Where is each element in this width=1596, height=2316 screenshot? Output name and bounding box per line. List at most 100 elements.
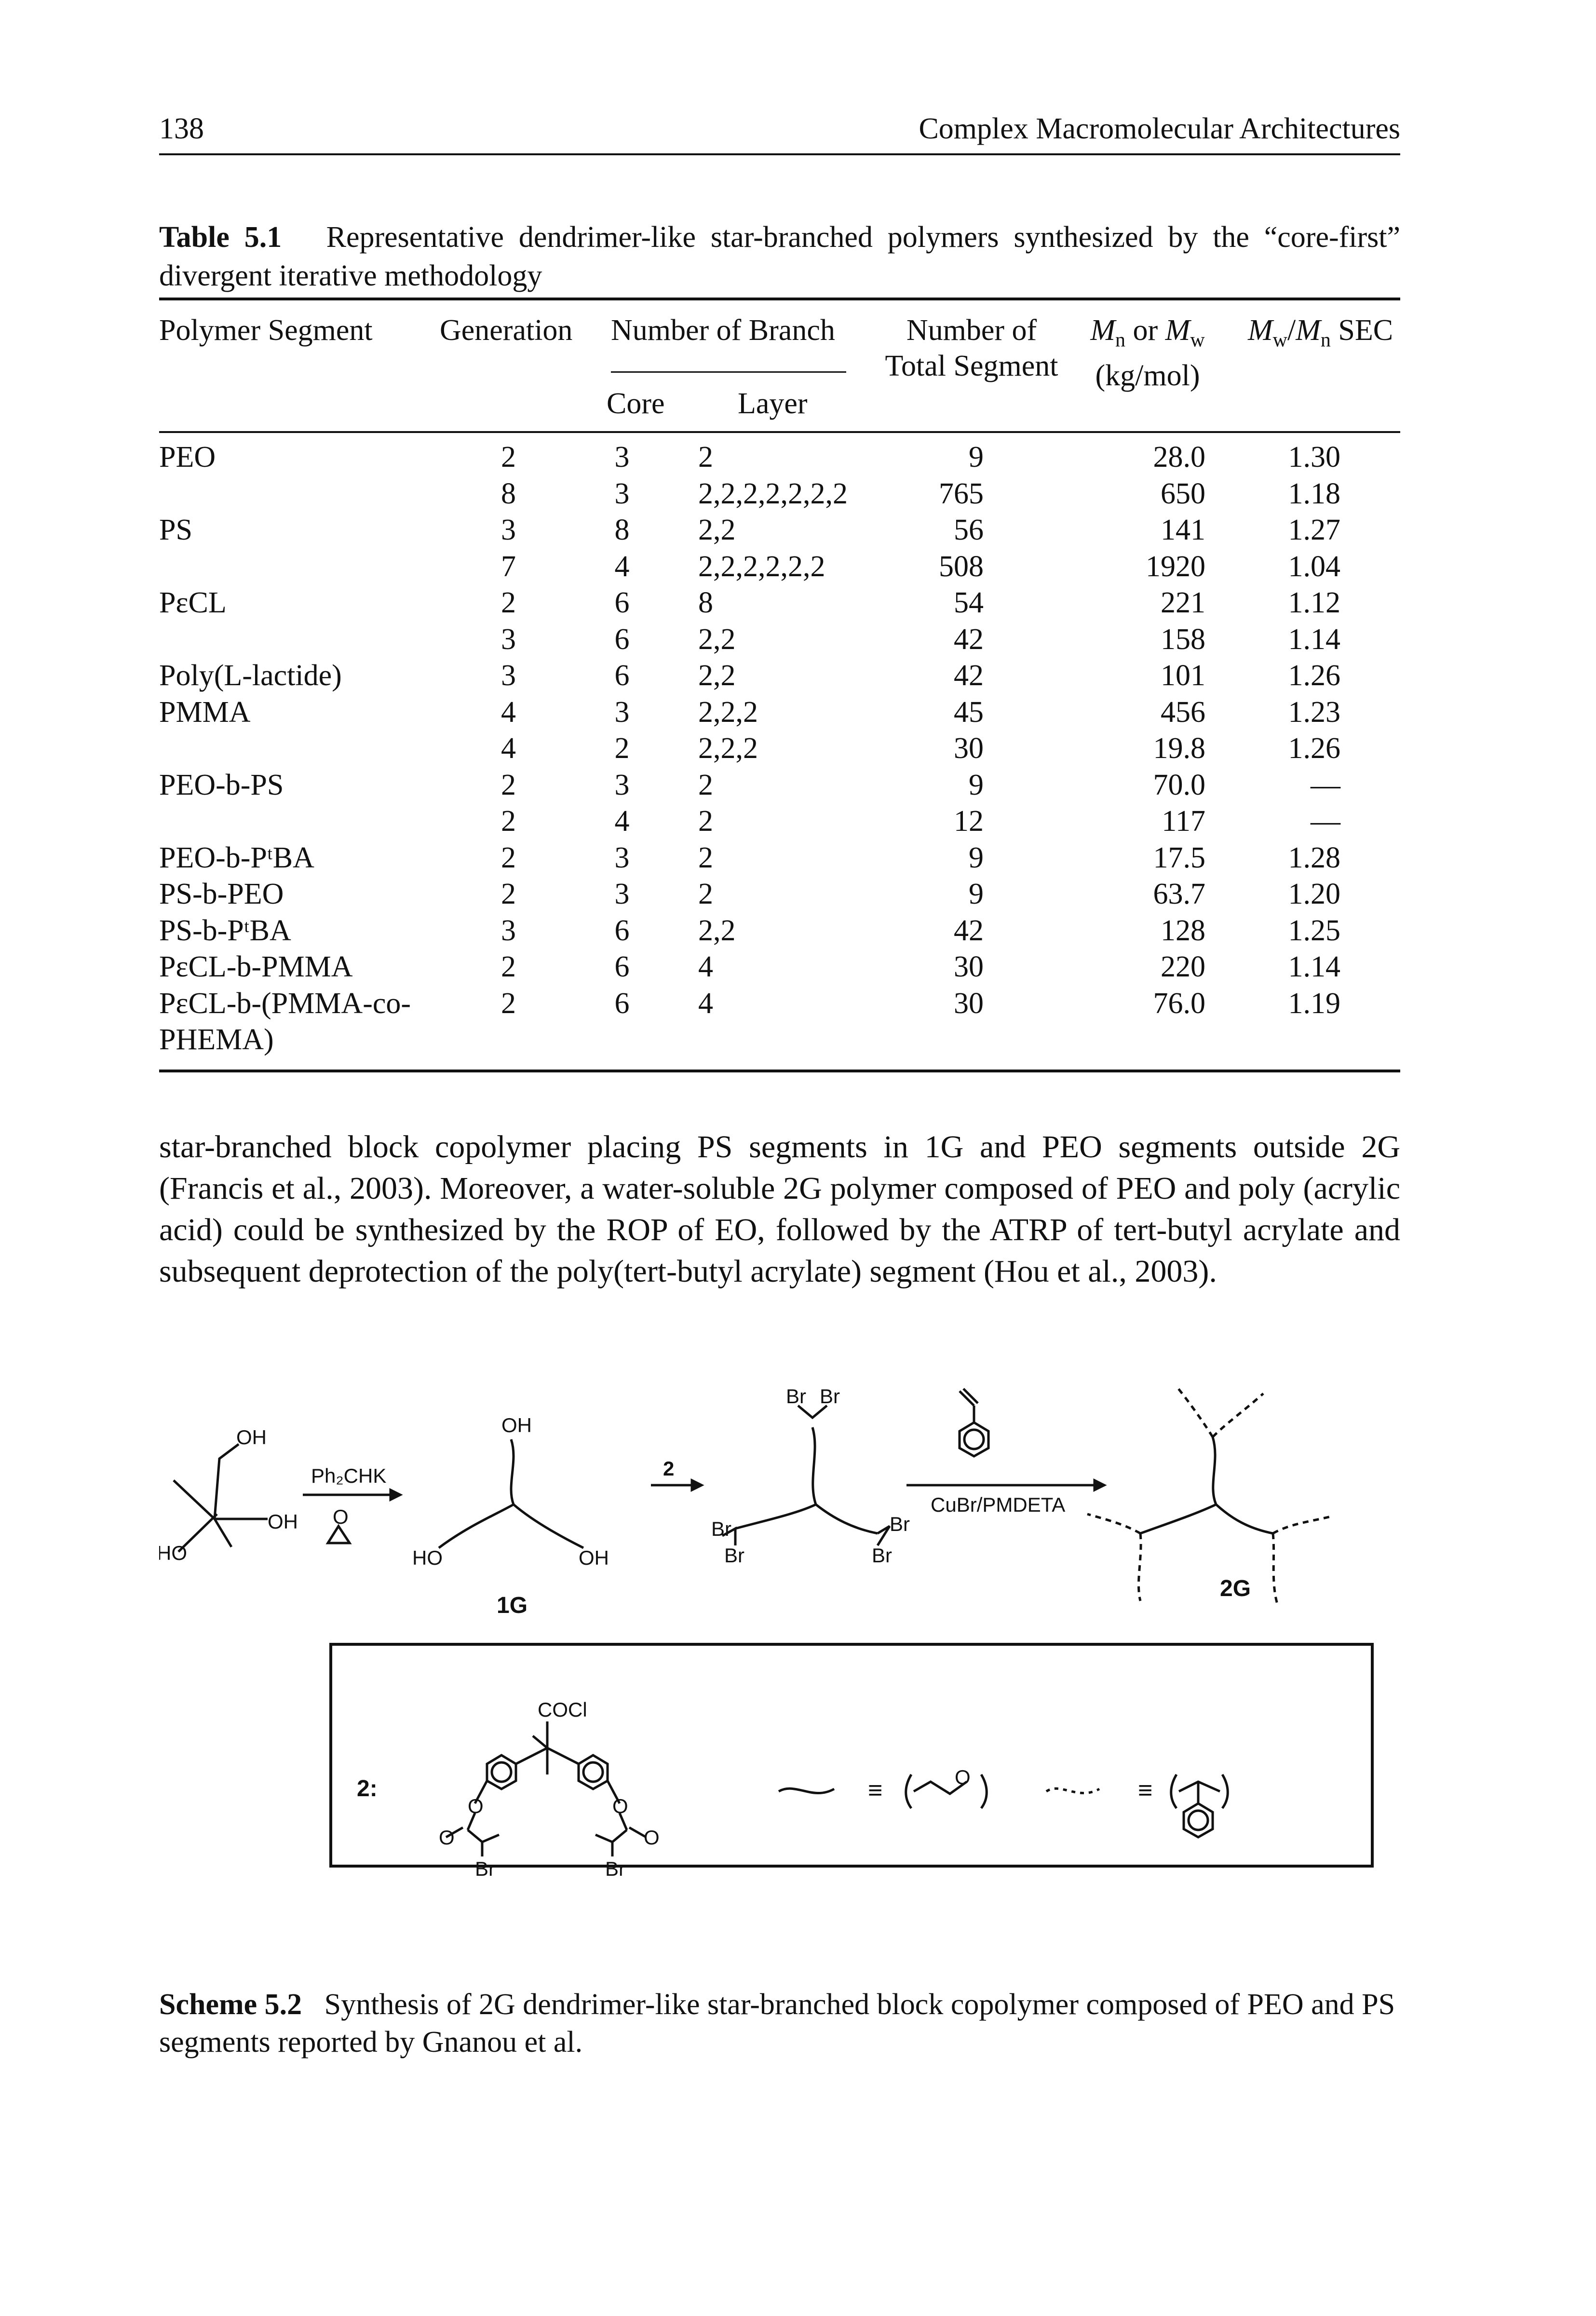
cell-core: 6 — [614, 586, 630, 619]
triol-oh-right: OH — [268, 1510, 298, 1533]
cell-generation: 2 — [501, 987, 516, 1020]
ester-o-left: O — [468, 1795, 484, 1817]
header-generation: Generation — [440, 314, 573, 347]
cell-mn-mw: 650 — [1161, 477, 1205, 510]
cell-core: 3 — [614, 441, 630, 474]
cell-total-segment: 30 — [954, 732, 984, 765]
cell-generation: 2 — [501, 950, 516, 983]
cell-mn-mw: 141 — [1161, 514, 1205, 546]
cell-layer: 2 — [698, 768, 713, 801]
cell-mn-mw: 70.0 — [1153, 768, 1206, 801]
header-layer: Layer — [738, 387, 808, 420]
cell-mn-mw: 101 — [1161, 659, 1205, 692]
epoxide-oxygen: O — [333, 1505, 349, 1528]
cell-segment: Poly(L-lactide) — [159, 659, 342, 692]
cell-pdi: 1.20 — [1288, 878, 1341, 910]
arrow-3-head — [1093, 1478, 1107, 1492]
initiator-label: 2 — [663, 1457, 674, 1480]
cell-generation: 4 — [501, 732, 516, 765]
table-top-rule — [159, 298, 1400, 300]
styrene-structure — [958, 1388, 990, 1458]
cell-total-segment: 765 — [939, 477, 984, 510]
header-core: Core — [607, 387, 665, 420]
ester-o-right: O — [612, 1795, 628, 1817]
carbonyl-o-left: O — [439, 1826, 455, 1849]
macroinitiator-structure — [721, 1405, 891, 1546]
body-paragraph: star-branched block copolymer placing PS… — [159, 1129, 1400, 1289]
header-mn-mw-symbol: Mn or Mw — [1090, 314, 1205, 352]
cell-pdi: 1.27 — [1288, 514, 1341, 546]
header-number-of-branch: Number of Branch — [611, 314, 835, 347]
table-caption-label: Table 5.1 — [159, 221, 282, 254]
legend-box — [329, 1643, 1374, 1868]
cell-generation: 4 — [501, 695, 516, 729]
cell-layer: 8 — [698, 586, 713, 619]
equiv-peo: ≡ — [868, 1776, 882, 1804]
header-total-segment-line2: Total Segment — [885, 350, 1058, 382]
gen1-ho: HO — [412, 1546, 443, 1569]
br-right-2: Br — [872, 1544, 892, 1567]
cell-total-segment: 42 — [954, 623, 984, 656]
branch-header-rule — [611, 371, 846, 373]
cell-pdi: 1.23 — [1288, 695, 1341, 729]
initiator-2-structure — [445, 1721, 647, 1856]
cell-core: 6 — [614, 623, 630, 656]
header-mn-mw: Mn or Mw (kg/mol) — [1075, 312, 1220, 393]
cell-layer: 2 — [698, 841, 713, 874]
cell-generation: 2 — [501, 441, 516, 474]
cell-total-segment: 54 — [954, 586, 984, 619]
gen1-oh-right: OH — [579, 1546, 609, 1569]
cell-layer: 2 — [698, 878, 713, 910]
table-caption-text: Representative dendrimer-like star-branc… — [159, 221, 1400, 292]
cell-layer: 2,2,2 — [698, 732, 758, 765]
cell-segment: PEO — [159, 441, 216, 474]
scheme-5-2: OH OH HO Ph₂CHK O OH HO OH 1G 2 Br Br Br… — [159, 1385, 1374, 1880]
cell-segment: PMMA — [159, 695, 251, 729]
reagent-ph2chk: Ph₂CHK — [311, 1464, 386, 1487]
cell-mn-mw: 128 — [1161, 914, 1205, 947]
cell-core: 3 — [614, 768, 630, 801]
cell-core: 3 — [614, 841, 630, 874]
cell-mn-mw: 17.5 — [1153, 841, 1206, 874]
br-top-left: Br — [786, 1385, 806, 1408]
cell-mn-mw: 76.0 — [1153, 987, 1206, 1020]
cell-layer: 2 — [698, 805, 713, 838]
peo-oxygen: O — [955, 1766, 971, 1788]
acid-chloride-label: COCl — [538, 1698, 587, 1721]
cell-mn-mw: 117 — [1162, 805, 1205, 838]
gen1-oh-top: OH — [501, 1414, 532, 1436]
cell-total-segment: 9 — [969, 878, 984, 910]
cell-segment: PHEMA) — [159, 1023, 274, 1056]
cell-pdi: 1.28 — [1288, 841, 1341, 874]
table-header-rule — [159, 431, 1400, 433]
cell-layer: 2,2 — [698, 514, 736, 546]
cell-core: 8 — [614, 514, 630, 546]
header-mn-mw-unit: (kg/mol) — [1095, 359, 1200, 393]
cell-pdi: 1.19 — [1288, 987, 1341, 1020]
br-right-1: Br — [890, 1513, 910, 1535]
cell-total-segment: 30 — [954, 950, 984, 983]
header-pdi-sec: SEC — [1338, 314, 1393, 347]
cell-segment: PEO-b-PᵗBA — [159, 841, 314, 874]
header-pdi: Mw/Mn SEC — [1248, 314, 1393, 352]
cell-generation: 2 — [501, 586, 516, 619]
cell-pdi: 1.12 — [1288, 586, 1341, 619]
br-top-right: Br — [820, 1385, 840, 1408]
cell-pdi: 1.14 — [1288, 950, 1341, 983]
header-total-segment-line1: Number of — [906, 314, 1037, 347]
cell-pdi: 1.26 — [1288, 732, 1341, 765]
cell-core: 6 — [614, 659, 630, 692]
cell-segment: PεCL — [159, 586, 227, 619]
legend-key-2: 2: — [357, 1776, 378, 1801]
cell-mn-mw: 221 — [1161, 586, 1205, 619]
triol-ho: HO — [159, 1542, 187, 1564]
page-number: 138 — [159, 112, 204, 145]
cell-pdi: 1.30 — [1288, 441, 1341, 474]
cell-pdi: — — [1311, 768, 1340, 801]
cell-mn-mw: 456 — [1161, 695, 1205, 729]
scheme-caption-label: Scheme 5.2 — [159, 1988, 302, 2021]
peo-repeat-unit — [905, 1774, 988, 1809]
cell-core: 6 — [614, 950, 630, 983]
cell-generation: 2 — [501, 878, 516, 910]
cell-pdi: — — [1311, 805, 1340, 838]
